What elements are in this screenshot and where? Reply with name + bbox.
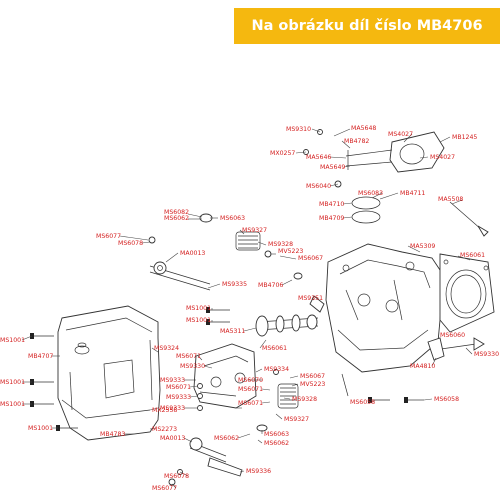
part-label-ms6063: MS6063 (220, 215, 245, 222)
part-label-ms6083: MS6083 (358, 190, 383, 197)
rocker-arm-lower-drawing (189, 437, 243, 477)
part-label-mb4783: MB4783 (100, 431, 125, 438)
part-label-ms9351: MS9351 (298, 295, 323, 302)
part-label-ma4810: MA4810 (410, 363, 435, 370)
camshaft-drawing (255, 314, 319, 337)
part-label-ms9334: MS9334 (264, 366, 289, 373)
part-label-mx0257: MX0257 (270, 150, 295, 157)
part-label-ms6067: MS6067 (300, 373, 325, 380)
part-label-ms1001: MS1001 (186, 305, 211, 312)
part-label-ms9327: MS9327 (284, 416, 309, 423)
leader-lines (21, 128, 473, 489)
part-label-mb4709: MB4709 (319, 215, 344, 222)
rocker-arm-bracket-drawing (193, 343, 257, 409)
part-label-ms9333: MS9333 (160, 377, 185, 384)
part-label-ma5311: MA5311 (220, 328, 245, 335)
bolts-drawing (30, 129, 424, 486)
part-label-ma5646: MA5646 (306, 154, 331, 161)
part-label-ms6058: MS6058 (434, 396, 459, 403)
part-label-ms9310: MS9310 (286, 126, 311, 133)
part-label-ms1001: MS1001 (28, 425, 53, 432)
part-label-mb4707: MB4707 (28, 353, 53, 360)
part-label-mb4711: MB4711 (400, 190, 425, 197)
part-label-mb1245: MB1245 (452, 134, 477, 141)
part-label-ms6071: MS6071 (166, 384, 191, 391)
part-label-ma0013: MA0013 (180, 250, 205, 257)
part-label-ms9328: MS9328 (268, 241, 293, 248)
part-label-ms6062: MS6062 (264, 440, 289, 447)
part-label-ms1001: MS1001 (0, 337, 25, 344)
part-label-ms2273: MS2273 (152, 426, 177, 433)
part-label-ms6082: MS6082 (164, 209, 189, 216)
part-label-ms9333: MS9333 (166, 394, 191, 401)
cylinder-head-cover-drawing (57, 305, 161, 441)
part-label-ms1001: MS1001 (0, 379, 25, 386)
head-gasket-drawing (439, 253, 495, 333)
cylinder-head-drawing (325, 243, 445, 373)
part-label-ms6078: MS6078 (118, 240, 143, 247)
part-number-banner: Na obrázku díl číslo MB4706 (234, 8, 500, 44)
part-label-ms6063: MS6063 (264, 431, 289, 438)
part-label-ms1001: MS1001 (186, 317, 211, 324)
part-label-ms6070: MS6070 (238, 377, 263, 384)
part-label-ma0013: MA0013 (160, 435, 185, 442)
part-label-ms6061: MS6061 (262, 345, 287, 352)
part-label-ms9324: MS9324 (154, 345, 179, 352)
part-label-ms6062: MS6062 (164, 215, 189, 222)
rocker-shaft-upper-drawing (149, 261, 211, 291)
thermostat-housing-drawing (345, 131, 445, 224)
part-label-ms1001: MS1001 (0, 401, 25, 408)
part-label-ms6077: MS6077 (96, 233, 121, 240)
part-label-ms9328: MS9328 (292, 396, 317, 403)
part-label-ms9327: MS9327 (242, 227, 267, 234)
banner-text: Na obrázku díl číslo MB4706 (251, 18, 483, 34)
part-label-ms9333: MS9333 (160, 405, 185, 412)
part-label-mb4710: MB4710 (319, 201, 344, 208)
part-label-mb4782: MB4782 (344, 138, 369, 145)
part-label-ms4027: MS4027 (388, 131, 413, 138)
part-label-ms6062: MS6062 (214, 435, 239, 442)
part-label-ms6058: MS6058 (350, 399, 375, 406)
part-label-ms6071: MS6071 (176, 353, 201, 360)
part-label-ms9336: MS9336 (246, 468, 271, 475)
part-label-ms4027: MS4027 (430, 154, 455, 161)
part-label-ms6060: MS6060 (440, 332, 465, 339)
part-label-mv5223: MV5223 (278, 248, 303, 255)
part-label-mx2558: MX2558 (152, 407, 177, 414)
part-label-ms9330: MS9330 (474, 351, 499, 358)
part-label-ms6078: MS6078 (164, 473, 189, 480)
spark-plug-and-sensor-drawing (293, 272, 445, 397)
part-label-ma5648: MA5648 (351, 125, 376, 132)
part-label-ma5309: MA5309 (410, 243, 435, 250)
part-label-ms9330: MS9330 (180, 363, 205, 370)
part-label-ms6071: MS6071 (238, 400, 263, 407)
part-label-ms9335: MS9335 (222, 281, 247, 288)
valves-drawing (433, 201, 489, 351)
part-label-ms6061: MS6061 (460, 252, 485, 259)
part-label-ma5508: MA5508 (438, 196, 463, 203)
part-label-mv5223: MV5223 (300, 381, 325, 388)
part-label-mb4706: MB4706 (258, 282, 283, 289)
valve-springs-drawing (199, 213, 299, 432)
part-label-ma5649: MA5649 (320, 164, 345, 171)
part-label-ms6071: MS6071 (238, 386, 263, 393)
part-labels: MS9310 MA5648 MB4782 MS4027 MB1245 MX025… (0, 125, 499, 492)
part-label-ms6077: MS6077 (152, 485, 177, 492)
part-label-ms6067: MS6067 (298, 255, 323, 262)
part-label-ms6040: MS6040 (306, 183, 331, 190)
